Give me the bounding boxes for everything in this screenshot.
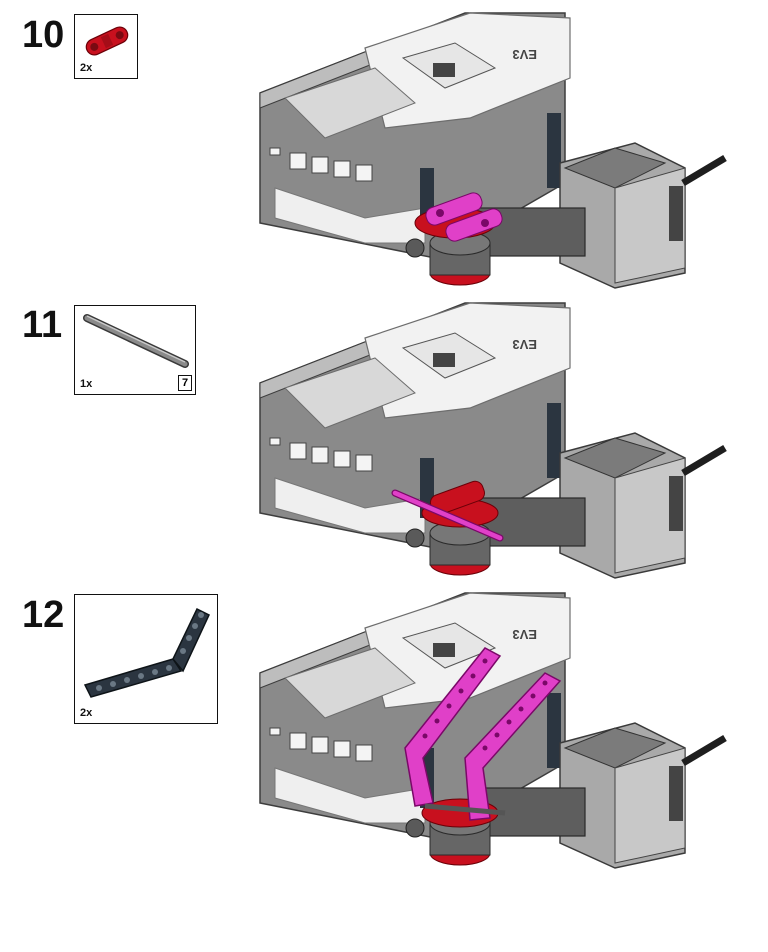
ev3-brick: EV3 (259, 12, 571, 259)
new-angled-beams (404, 647, 562, 828)
new-axle (391, 480, 504, 542)
red-connector-part-icon (85, 26, 129, 56)
port-2 (311, 736, 329, 754)
ev3-label: EV3 (512, 627, 537, 642)
step-number-10: 10 (22, 14, 65, 56)
parts-callout-step-11: 1x 7 (74, 305, 196, 395)
ev3-brick: EV3 (259, 302, 571, 549)
port-4 (355, 454, 373, 472)
parts-callout-step-12: 2x (74, 594, 218, 724)
motor-cable (681, 734, 727, 767)
ev3-screen (284, 647, 416, 719)
port-1 (289, 732, 307, 750)
motor (559, 722, 727, 869)
motor-cable (681, 444, 727, 477)
port-4 (355, 164, 373, 182)
ev3-screen (284, 357, 416, 429)
port-1 (289, 152, 307, 170)
port-3 (333, 160, 351, 178)
model-illustration-step-10: EV3 (255, 8, 735, 298)
part-quantity: 2x (80, 62, 93, 74)
black-angled-beam-part-icon (83, 607, 210, 698)
axle-length-badge: 7 (178, 375, 192, 391)
port-4 (355, 744, 373, 762)
port-2 (311, 156, 329, 174)
step-number-12: 12 (22, 594, 65, 636)
part-quantity: 2x (80, 707, 93, 719)
port-1 (289, 442, 307, 460)
model-illustration-step-11: EV3 (255, 298, 735, 588)
new-red-connectors (414, 192, 503, 242)
motor (559, 142, 727, 289)
ev3-label: EV3 (512, 337, 537, 352)
step-number-11: 11 (22, 304, 63, 346)
motor-cable (681, 154, 727, 187)
grey-axle-part-icon (83, 314, 189, 368)
parts-callout-step-10: 2x (74, 14, 138, 79)
ev3-label: EV3 (512, 47, 537, 62)
part-quantity: 1x (80, 378, 93, 390)
port-3 (333, 450, 351, 468)
ev3-screen (284, 67, 416, 139)
motor (559, 432, 727, 579)
model-illustration-step-12: EV3 (255, 588, 735, 878)
port-3 (333, 740, 351, 758)
port-2 (311, 446, 329, 464)
